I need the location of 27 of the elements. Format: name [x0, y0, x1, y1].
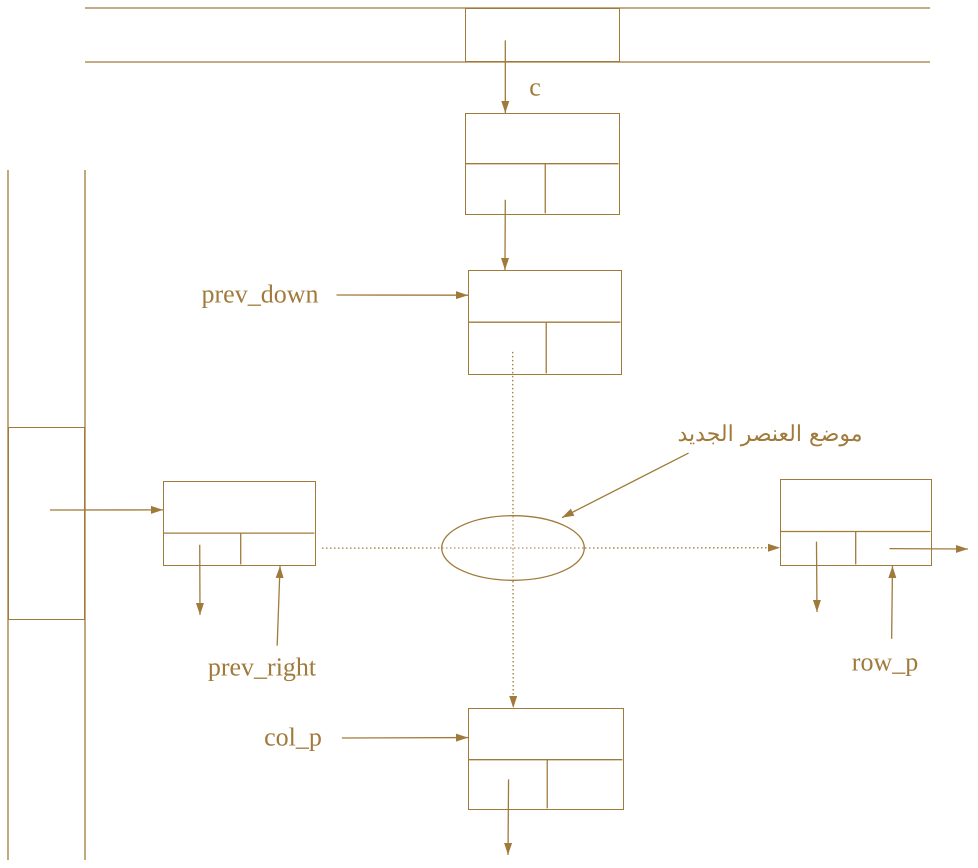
list-node-box — [468, 708, 624, 810]
arrow — [501, 40, 510, 113]
list-node-box — [465, 113, 620, 215]
list-node-box — [468, 270, 622, 375]
pointer-label: row_p — [852, 648, 918, 678]
arrow — [585, 544, 780, 552]
ellipse — [441, 515, 585, 581]
arrow — [196, 544, 204, 615]
arrow — [276, 566, 284, 646]
arrow — [336, 291, 468, 300]
arrow — [504, 779, 512, 855]
arrow — [501, 200, 510, 270]
pointer-label: prev_right — [208, 654, 316, 682]
list-node-box — [780, 479, 932, 566]
list-node-box — [163, 481, 316, 566]
pointer-label: prev_down — [202, 280, 318, 310]
arrow — [812, 542, 821, 612]
arrow — [888, 566, 896, 639]
pointer-label: موضع العنصر الجديد — [677, 422, 863, 448]
arrow — [889, 544, 968, 553]
pointer-label: col_p — [264, 724, 322, 752]
arrow — [562, 452, 689, 518]
arrow — [50, 506, 163, 514]
arrow — [342, 734, 468, 742]
arrow — [509, 581, 518, 708]
array-cell — [465, 8, 620, 62]
array-cell — [8, 427, 85, 620]
